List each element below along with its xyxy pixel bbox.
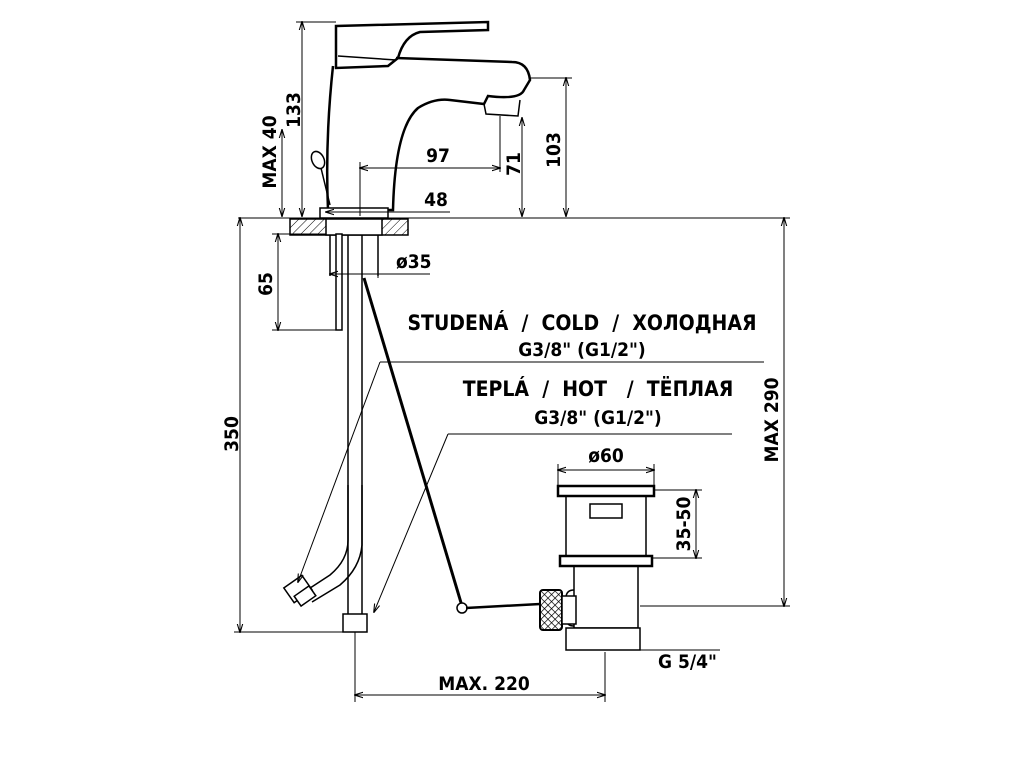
dim-350: 350 (221, 416, 243, 452)
cold-title: STUDENÁ / COLD / ХОЛОДНАЯ (407, 310, 756, 335)
dim-max-220: MAX. 220 (438, 673, 530, 695)
dim-48: 48 (424, 189, 448, 211)
dim-max-290: MAX 290 (761, 377, 783, 462)
dim-35-50: 35-50 (673, 497, 695, 552)
countertop (238, 207, 790, 236)
popup-waste (539, 484, 656, 651)
dim-max-40: MAX 40 (259, 115, 281, 188)
dim-dia-35: ø35 (396, 251, 432, 273)
dim-dia-60: ø60 (588, 445, 624, 467)
hot-title: TEPLÁ / HOT / ТЁПЛАЯ (463, 376, 734, 401)
cold-thread: G3/8" (G1/2") (518, 339, 646, 361)
dim-133: 133 (283, 92, 305, 128)
dim-71: 71 (503, 152, 525, 176)
dim-g-5-4: G 5/4" (658, 651, 717, 673)
dim-103: 103 (543, 132, 565, 168)
hot-thread: G3/8" (G1/2") (534, 407, 662, 429)
supply-hoses (282, 233, 541, 633)
connection-labels: STUDENÁ / COLD / ХОЛОДНАЯ G3/8" (G1/2") … (407, 310, 756, 429)
dimension-lines (234, 22, 790, 702)
dimension-labels: 133 MAX 40 97 71 103 48 65 ø35 350 MAX 2… (221, 92, 783, 695)
dim-97: 97 (426, 145, 450, 167)
faucet-body (310, 20, 532, 212)
dim-65: 65 (255, 272, 277, 296)
